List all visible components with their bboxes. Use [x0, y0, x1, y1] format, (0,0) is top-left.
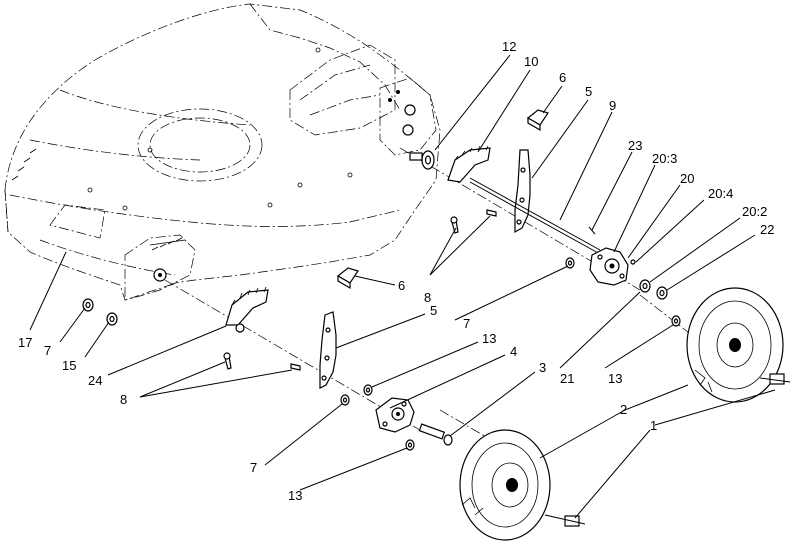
callout-1: 1	[650, 418, 657, 433]
bearing-housing-4	[375, 397, 415, 433]
nut-7-right	[565, 257, 575, 269]
cap-6-lower	[336, 267, 359, 290]
callout-21: 21	[560, 371, 574, 386]
callout-7-left: 7	[44, 343, 51, 358]
spacer-13-bottom	[405, 439, 415, 451]
cap-6-upper	[526, 109, 549, 132]
callout-6-upper: 6	[559, 70, 566, 85]
callout-20-2: 20:2	[742, 204, 767, 219]
bushing-12	[409, 150, 435, 170]
callout-9: 9	[609, 98, 616, 113]
callout-6-lower: 6	[398, 278, 405, 293]
callout-13-mid: 13	[482, 331, 496, 346]
callout-4: 4	[510, 344, 517, 359]
washer-22	[656, 286, 668, 300]
washer-15	[106, 312, 118, 326]
callout-20-3: 20:3	[652, 151, 677, 166]
lever-5-lower	[319, 311, 337, 389]
ratchet-10	[447, 145, 491, 183]
callout-22: 22	[760, 222, 774, 237]
callout-2: 2	[620, 402, 627, 417]
bushing-21	[639, 279, 651, 293]
callout-7-right: 7	[463, 316, 470, 331]
screw-8-lower	[223, 352, 301, 371]
front-wheel	[459, 429, 586, 541]
callout-20: 20	[680, 171, 694, 186]
callout-20-4: 20:4	[708, 186, 733, 201]
callout-8-lower: 8	[120, 392, 127, 407]
front-assembly	[223, 267, 453, 451]
mower-deck	[4, 3, 441, 301]
callout-23: 23	[628, 138, 642, 153]
axle-9	[469, 177, 601, 251]
callout-5-upper: 5	[585, 84, 592, 99]
spacer-13-right	[671, 315, 681, 327]
screw-8-upper	[450, 209, 497, 234]
stud-3	[418, 423, 453, 446]
pin-23	[588, 226, 596, 235]
callout-3: 3	[539, 360, 546, 375]
ratchet-24	[225, 286, 269, 333]
rear-assembly	[409, 109, 681, 327]
callout-15: 15	[62, 358, 76, 373]
callout-8-upper: 8	[424, 290, 431, 305]
rear-wheel	[686, 287, 791, 403]
callout-17: 17	[18, 335, 32, 350]
callout-12: 12	[502, 39, 516, 54]
lever-5-upper	[514, 149, 531, 234]
callout-5-lower: 5	[430, 303, 437, 318]
nut-7-left	[82, 298, 94, 312]
callout-24: 24	[88, 373, 102, 388]
callout-13-right: 13	[608, 371, 622, 386]
callout-10: 10	[524, 54, 538, 69]
nut-7-bottom	[340, 394, 350, 406]
callout-7-bottom: 7	[250, 460, 257, 475]
bearing-housing-20	[589, 247, 629, 286]
spacer-13-mid	[363, 384, 373, 396]
leader-lines	[29, 54, 776, 519]
callout-13-bottom: 13	[288, 488, 302, 503]
pin-20-4	[630, 259, 636, 265]
callout-labels: 12 10 6 5 9 23 20:3 20 20:4 20:2 22 6 8 …	[18, 39, 774, 503]
